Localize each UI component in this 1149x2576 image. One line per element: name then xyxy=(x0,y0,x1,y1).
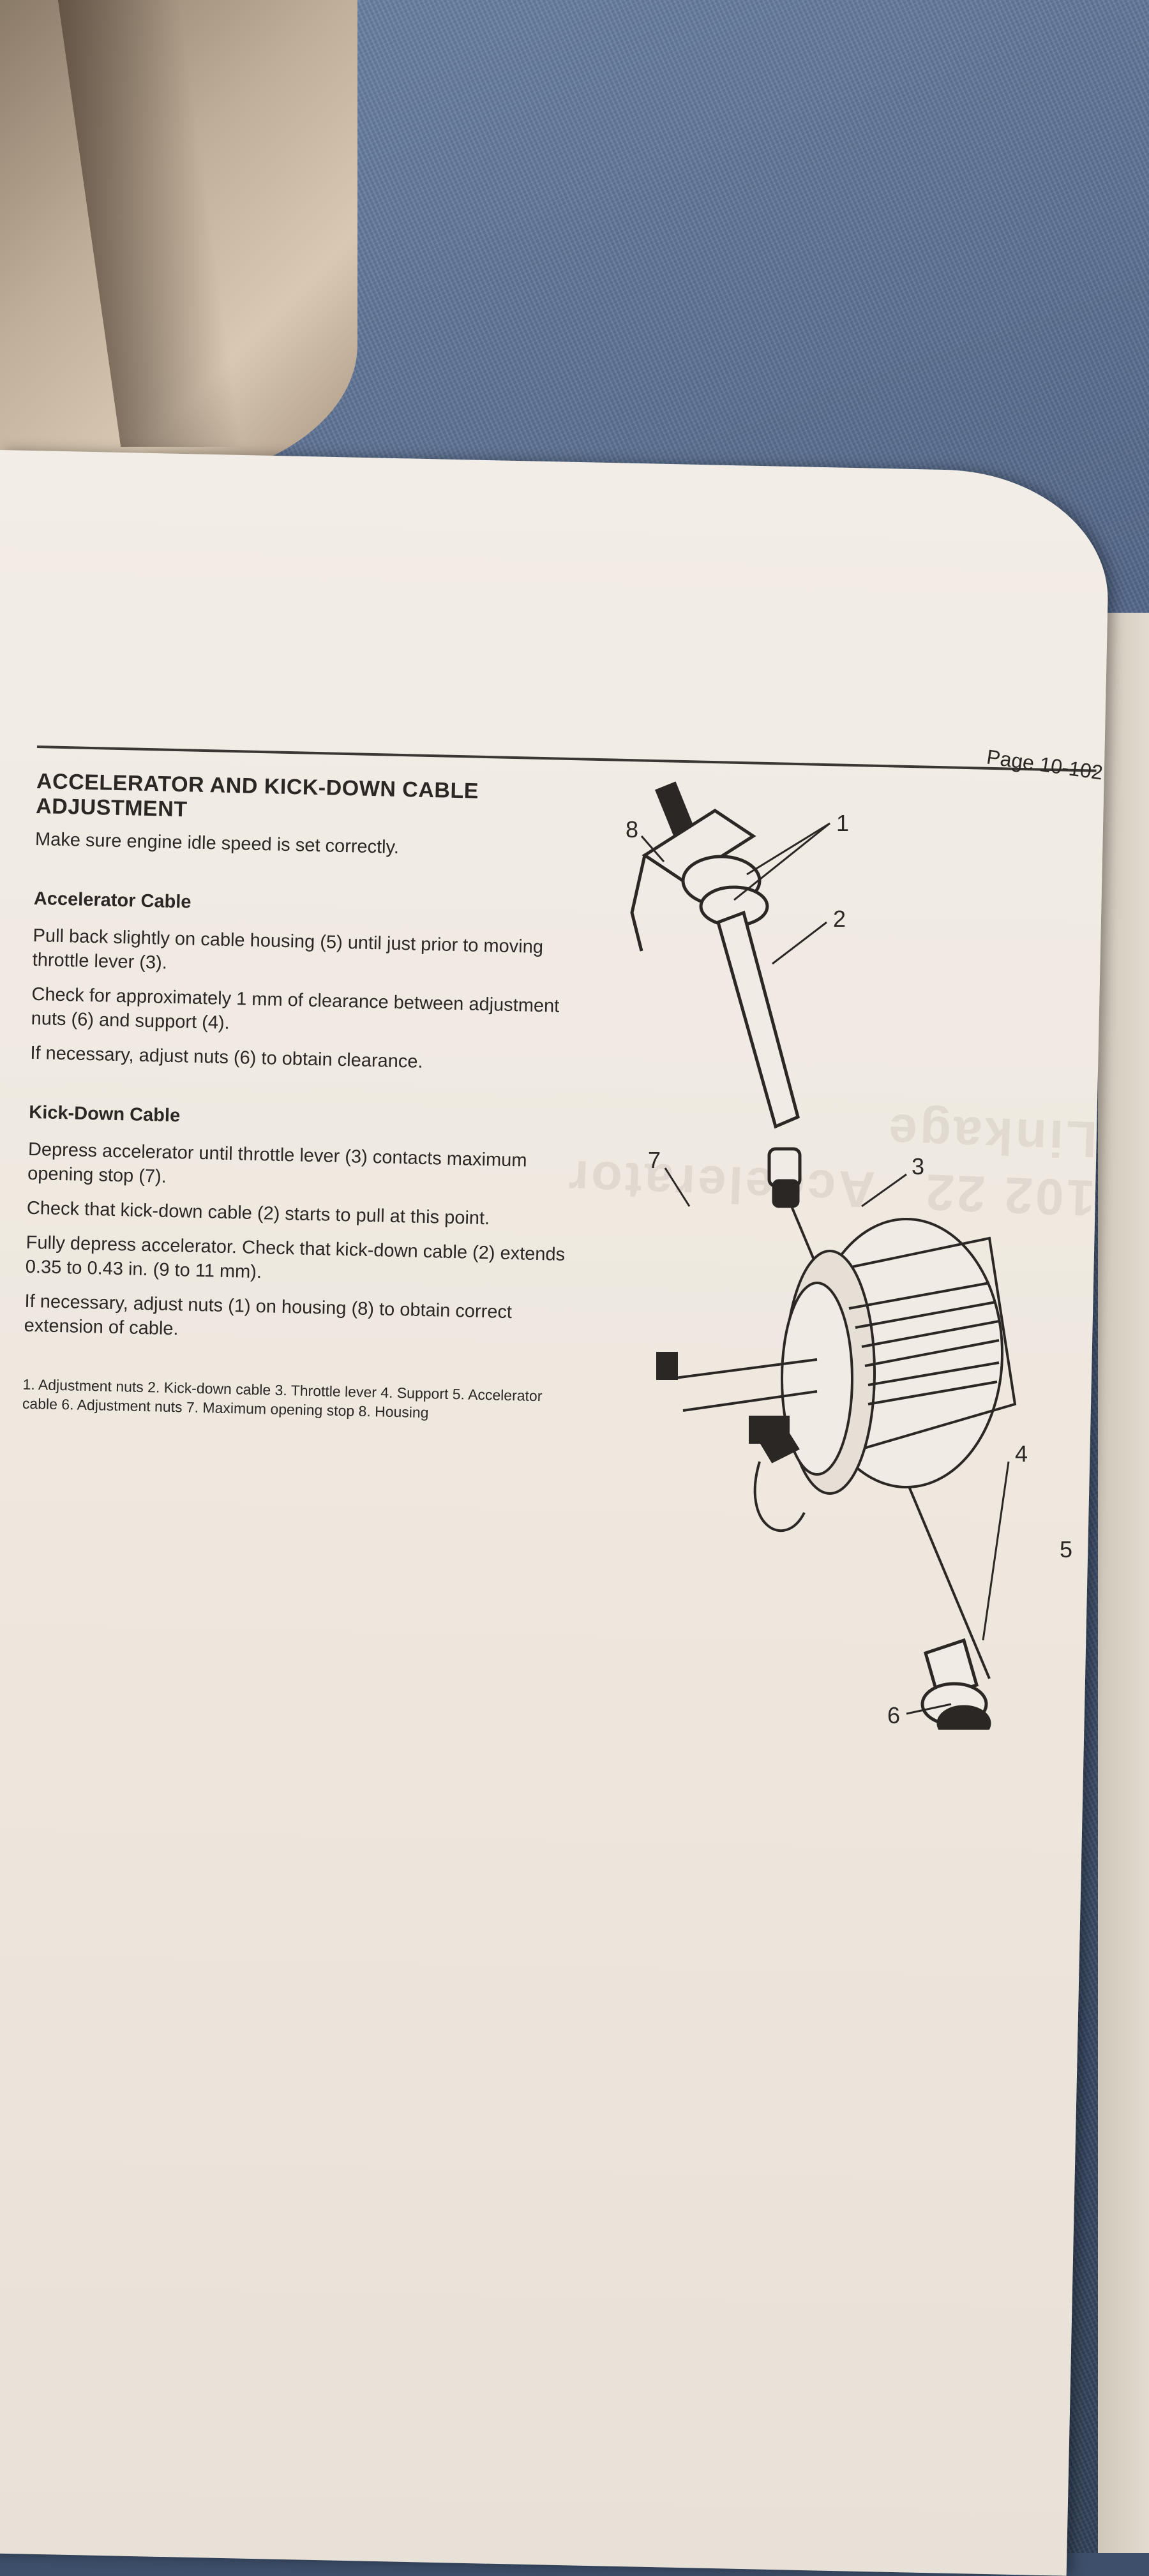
callout-7: 7 xyxy=(648,1147,661,1173)
callout-2: 2 xyxy=(833,906,846,932)
callout-labels: 1 2 3 4 5 6 7 8 xyxy=(626,810,1072,1728)
instruction-paragraph: Check that kick-down cable (2) starts to… xyxy=(26,1197,490,1229)
cable-adjustment-diagram: 1 2 3 4 5 6 7 8 xyxy=(626,781,1072,1730)
callout-3: 3 xyxy=(912,1153,924,1179)
callout-4: 4 xyxy=(1015,1441,1028,1467)
page-content: ACCELERATOR AND KICK-DOWN CABLE ADJUSTME… xyxy=(22,756,599,1426)
instruction-paragraph: If necessary, adjust nuts (6) to obtain … xyxy=(30,1042,423,1072)
callout-1: 1 xyxy=(836,810,849,836)
section-kick-down-cable: Kick-Down Cable Depress accelerator unti… xyxy=(24,1102,590,1351)
callout-8: 8 xyxy=(626,816,638,842)
next-page-edge xyxy=(1098,613,1149,2553)
section-heading: Kick-Down Cable xyxy=(28,1102,181,1127)
support-and-nuts xyxy=(920,1638,991,1730)
instruction-paragraph: Depress accelerator until throttle lever… xyxy=(27,1139,527,1187)
instruction-paragraph: Check for approximately 1 mm of clearanc… xyxy=(31,984,560,1033)
housing-bracket xyxy=(630,781,769,952)
throttle-assembly xyxy=(656,1218,1017,1532)
callout-5: 5 xyxy=(1060,1536,1072,1562)
instruction-paragraph: Pull back slightly on cable housing (5) … xyxy=(32,925,544,973)
callout-6: 6 xyxy=(887,1702,900,1728)
intro-text: Make sure engine idle speed is set corre… xyxy=(34,828,400,858)
section-heading: Accelerator Cable xyxy=(33,888,192,913)
page-title: ACCELERATOR AND KICK-DOWN CABLE ADJUSTME… xyxy=(35,768,479,822)
instruction-paragraph: Fully depress accelerator. Check that ki… xyxy=(25,1232,566,1283)
instruction-paragraph: If necessary, adjust nuts (1) on housing… xyxy=(24,1291,513,1340)
section-accelerator-cable: Accelerator Cable Pull back slightly on … xyxy=(30,888,596,1078)
